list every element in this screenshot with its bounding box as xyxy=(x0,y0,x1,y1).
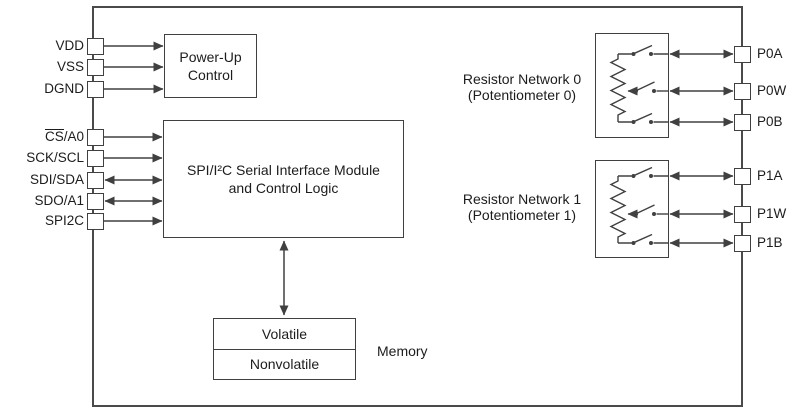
switch-icon xyxy=(633,166,653,177)
pin-p1w xyxy=(733,205,751,223)
resistor-network-0-box xyxy=(595,33,669,138)
switch-icon xyxy=(636,81,655,92)
pin-label-p1w: P1W xyxy=(757,206,787,221)
pin-vdd xyxy=(86,37,104,55)
memory-nonvolatile-cell: Nonvolatile xyxy=(249,356,320,373)
network0-line1: Resistor Network 0 xyxy=(462,71,582,87)
switch-icon xyxy=(633,233,653,244)
pin-label-p1a: P1A xyxy=(757,168,783,183)
network1-line2: (Potentiometer 1) xyxy=(467,207,577,223)
resistor-icon xyxy=(609,176,627,243)
pin-label-vss: VSS xyxy=(56,59,84,74)
switch-icon xyxy=(633,112,653,123)
pin-p0w xyxy=(733,82,751,100)
pin-p0a xyxy=(733,45,751,63)
cs-overline-text: CS xyxy=(44,128,64,144)
memory-block: Volatile Nonvolatile xyxy=(213,318,356,380)
pin-label-vdd: VDD xyxy=(55,38,84,53)
switch-icon xyxy=(633,44,653,55)
network0-line2: (Potentiometer 0) xyxy=(467,87,577,103)
resistor-icon xyxy=(609,54,627,122)
serial-interface-block: SPI/I²C Serial Interface Module and Cont… xyxy=(163,120,404,238)
pin-p1b xyxy=(733,234,751,252)
memory-label: Memory xyxy=(377,343,428,359)
switch-icon xyxy=(636,204,655,215)
pin-label-p0b: P0B xyxy=(757,114,783,129)
resistor-network-0-label: Resistor Network 0 (Potentiometer 0) xyxy=(437,71,607,103)
pin-label-sck-scl: SCK/SCL xyxy=(26,150,84,165)
power-arrows xyxy=(104,41,164,94)
power-up-line1: Power-Up xyxy=(179,49,242,65)
power-up-control-block: Power-Up Control xyxy=(164,34,257,98)
resistor-network-0-symbol xyxy=(609,44,668,124)
pin-label-p0w: P0W xyxy=(757,83,787,98)
network1-line1: Resistor Network 1 xyxy=(462,191,582,207)
a0-text: /A0 xyxy=(63,129,84,144)
pin-sdo-a1 xyxy=(86,192,104,210)
pin-spi2c xyxy=(86,212,104,230)
serial-interface-line1: SPI/I²C Serial Interface Module xyxy=(187,162,380,178)
switch-contact-dots xyxy=(631,52,656,124)
pin-p0b xyxy=(733,113,751,131)
power-up-line2: Control xyxy=(187,67,234,83)
resistor-network-1-box xyxy=(595,160,669,258)
pin-dgnd xyxy=(86,80,104,98)
resistor-network-1-symbol xyxy=(609,166,668,245)
pin-label-sdi-sda: SDI/SDA xyxy=(29,172,84,187)
pin-label-spi2c: SPI2C xyxy=(44,213,84,228)
pin-vss xyxy=(86,58,104,76)
pin-label-dgnd: DGND xyxy=(44,81,84,96)
memory-volatile-cell: Volatile xyxy=(214,319,355,350)
serial-interface-line2: and Control Logic xyxy=(228,180,339,196)
pin-label-cs-a0: CS/A0 xyxy=(0,128,84,146)
pin-label-sdo-a1: SDO/A1 xyxy=(34,193,84,208)
terminal-arrows xyxy=(669,49,734,248)
pin-label-p0a: P0A xyxy=(757,46,783,61)
switch-contact-dots xyxy=(631,174,656,245)
pin-p1a xyxy=(733,167,751,185)
pin-sck-scl xyxy=(86,149,104,167)
pin-cs-a0 xyxy=(86,128,104,146)
pin-label-p1b: P1B xyxy=(757,235,783,250)
resistor-network-1-label: Resistor Network 1 (Potentiometer 1) xyxy=(437,191,607,223)
serial-arrows xyxy=(104,132,163,226)
pin-sdi-sda xyxy=(86,171,104,189)
